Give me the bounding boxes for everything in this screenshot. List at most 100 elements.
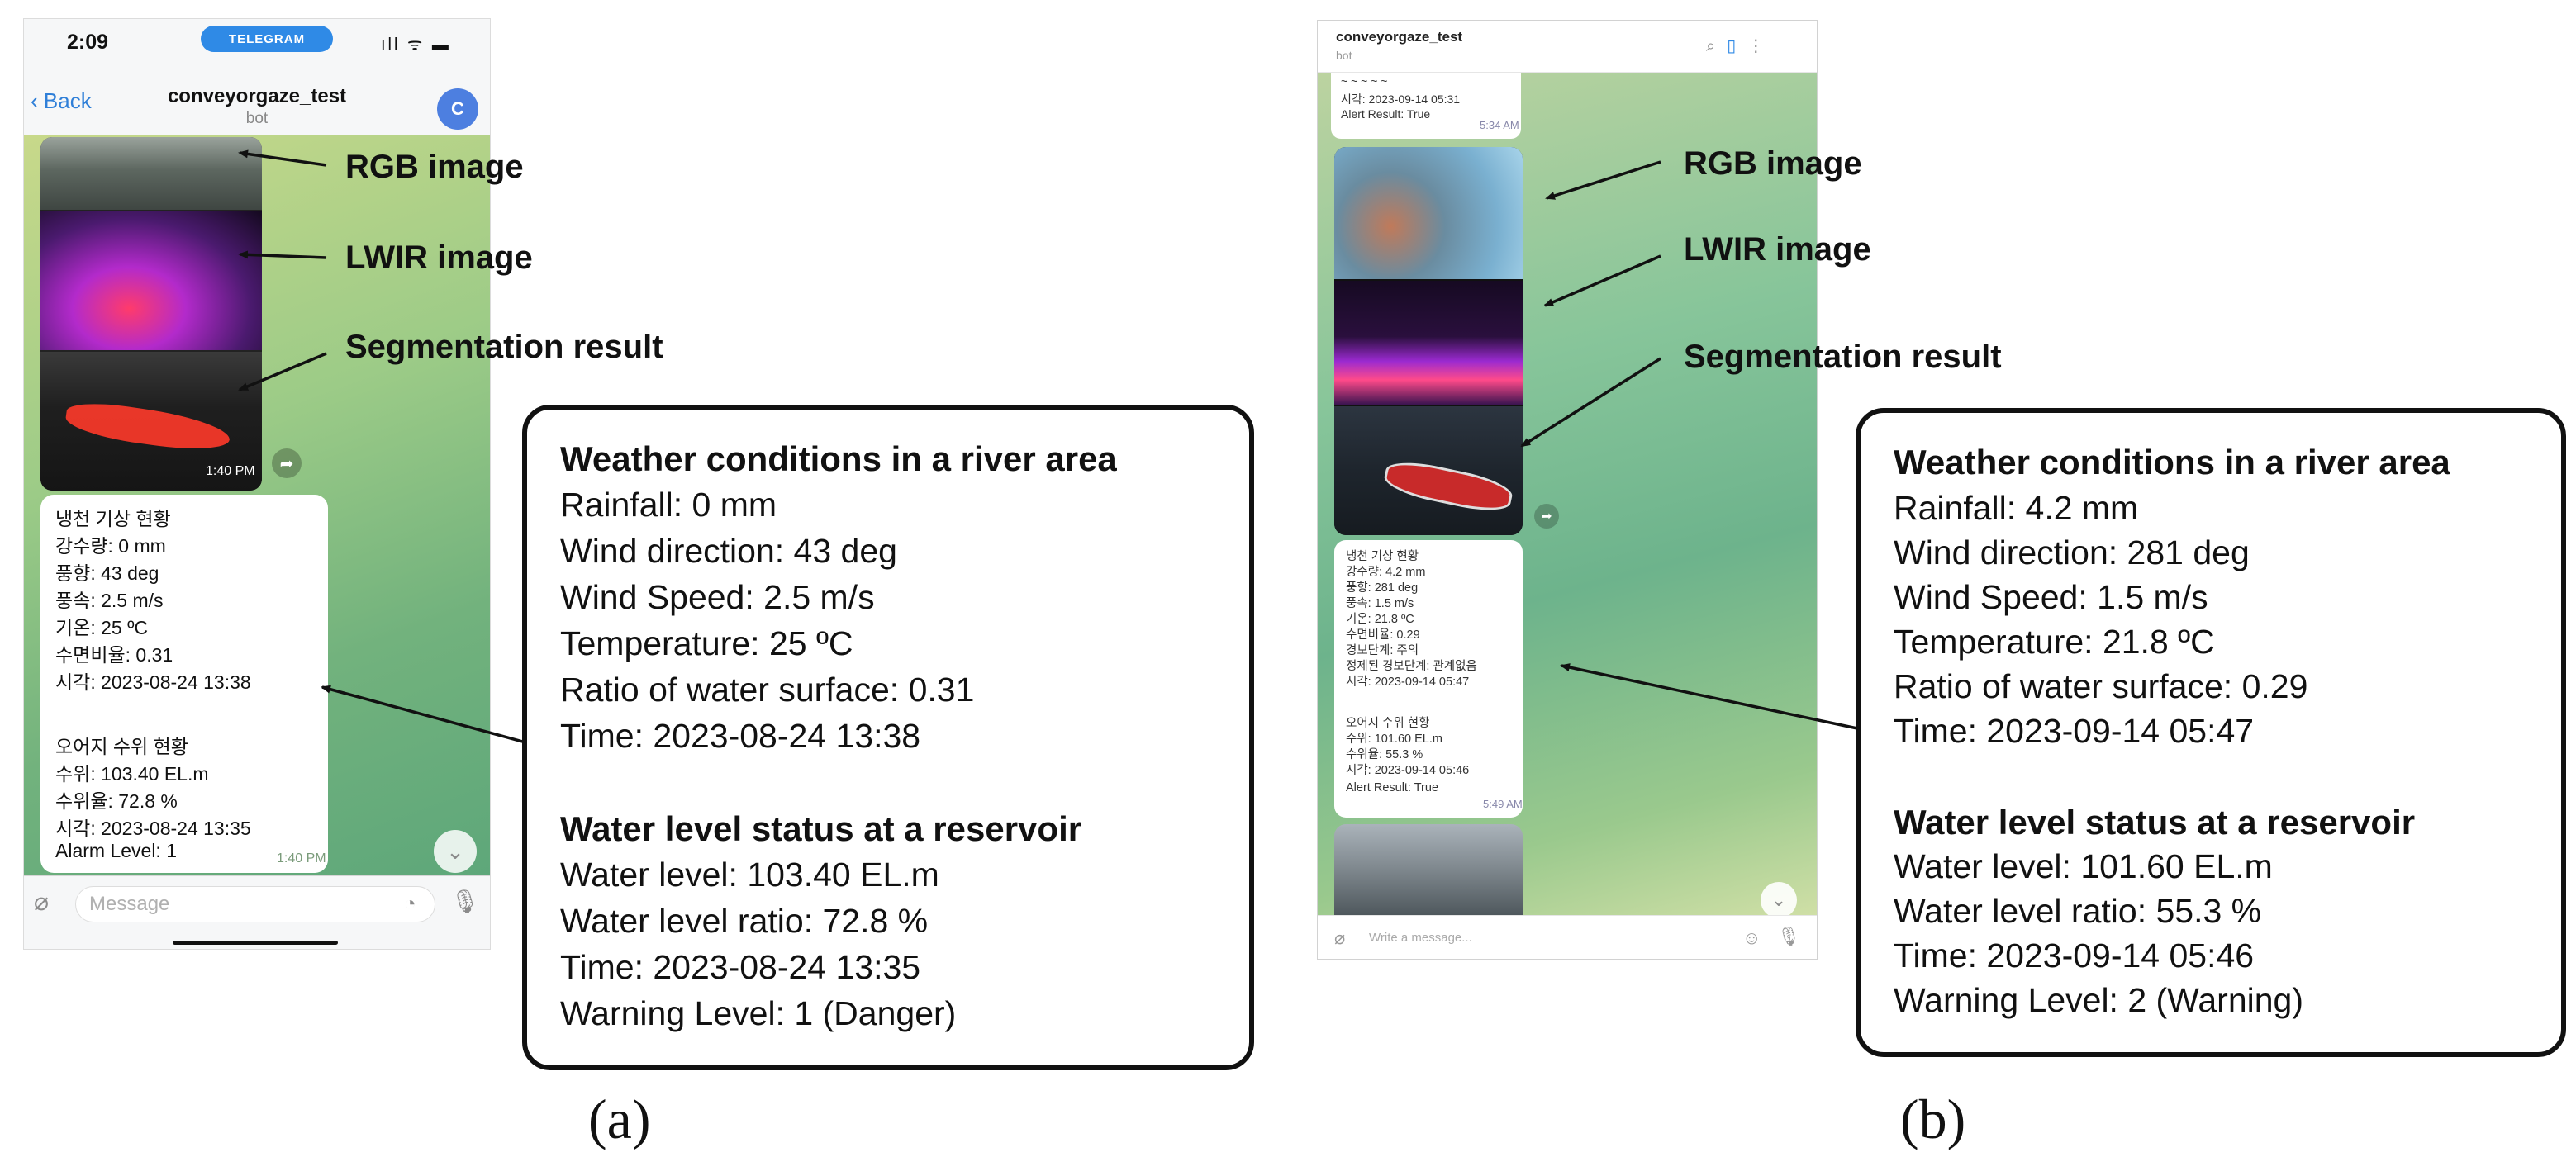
text-message[interactable]: 냉천 기상 현황 강수량: 0 mm 풍향: 43 deg 풍속: 2.5 m/… bbox=[40, 495, 328, 873]
temperature: Temperature: 21.8 ºC bbox=[1894, 623, 2215, 661]
message-line: 기온: 21.8 ºC bbox=[1346, 613, 1414, 626]
status-bar: 2:09 TELEGRAM ıll ᯤ ▬ bbox=[24, 19, 490, 72]
message-line: 수면비율: 0.31 bbox=[55, 644, 173, 666]
message-line: 수위율: 72.8 % bbox=[55, 790, 178, 812]
message-line: 수면비율: 0.29 bbox=[1346, 628, 1420, 642]
header-icons: ⌕▯⋮ bbox=[1706, 36, 1775, 56]
message-line: 시각: 2023-09-14 05:31 bbox=[1341, 92, 1461, 106]
water-level: Water level: 103.40 EL.m bbox=[560, 856, 939, 894]
next-image-message[interactable] bbox=[1334, 824, 1523, 915]
message-line: 시각: 2023-08-24 13:38 bbox=[55, 671, 251, 693]
water-level-ratio: Water level ratio: 72.8 % bbox=[560, 902, 929, 940]
paperclip-icon[interactable]: ⌀ bbox=[1334, 927, 1346, 948]
water-title: Water level status at a reservoir bbox=[1894, 803, 2416, 842]
info-box-b: Weather conditions in a river area Rainf… bbox=[1856, 408, 2566, 1057]
share-arrow-icon[interactable]: ➦ bbox=[1534, 504, 1559, 529]
water-time: Time: 2023-09-14 05:46 bbox=[1894, 937, 2255, 974]
input-bar: ⌀ Write a message... ☺ 🎙︎ bbox=[1318, 915, 1817, 959]
input-bar: ⌀ Message ◔ 🎙︎ bbox=[24, 875, 490, 934]
text-message[interactable]: 냉천 기상 현황 강수량: 4.2 mm 풍향: 281 deg 풍속: 1.5… bbox=[1334, 540, 1523, 818]
message-timestamp: 5:34 AM bbox=[1480, 119, 1519, 131]
clock-sticker-icon[interactable]: ◔ bbox=[404, 893, 416, 915]
wind-direction: Wind direction: 281 deg bbox=[1894, 533, 2250, 571]
water-level-ratio: Water level ratio: 55.3 % bbox=[1894, 892, 2262, 930]
message-input[interactable]: Write a message... bbox=[1369, 931, 1472, 945]
weather-title: Weather conditions in a river area bbox=[560, 439, 1117, 478]
more-vertical-icon[interactable]: ⋮ bbox=[1747, 37, 1776, 55]
message-timestamp: 5:49 AM bbox=[1483, 798, 1523, 810]
message-line: 풍속: 2.5 m/s bbox=[55, 590, 164, 611]
chevron-left-icon: ‹ bbox=[31, 88, 44, 113]
message-timestamp: 1:40 PM bbox=[277, 851, 326, 865]
lwir-image bbox=[1334, 281, 1523, 405]
message-line: 풍향: 43 deg bbox=[55, 562, 159, 584]
message-line: Alert Result: True bbox=[1346, 781, 1439, 794]
message-line: 냉천 기상 현황 bbox=[1346, 550, 1419, 563]
microphone-icon[interactable]: 🎙︎ bbox=[450, 889, 480, 914]
back-button[interactable]: ‹ Back bbox=[31, 88, 92, 114]
message-line: 냉천 기상 현황 bbox=[55, 508, 171, 529]
message-line: 경보단계: 주의 bbox=[1346, 644, 1419, 657]
image-message[interactable] bbox=[1334, 147, 1523, 535]
chat-header: conveyorgaze_test bot ⌕▯⋮ bbox=[1318, 21, 1817, 73]
message-line: 수위: 101.60 EL.m bbox=[1346, 733, 1442, 746]
side-panel-icon[interactable]: ▯ bbox=[1727, 37, 1748, 55]
avatar[interactable]: C bbox=[437, 88, 478, 130]
message-line: 오어지 수위 현황 bbox=[55, 736, 188, 757]
message-line: 정제된 경보단계: 관계없음 bbox=[1346, 660, 1477, 673]
label-segmentation: Segmentation result bbox=[1684, 339, 2002, 375]
home-indicator bbox=[173, 941, 338, 945]
rgb-image bbox=[1334, 147, 1523, 279]
message-line: 풍속: 1.5 m/s bbox=[1346, 597, 1414, 610]
label-lwir-image: LWIR image bbox=[345, 239, 533, 276]
desktop-screenshot-b: conveyorgaze_test bot ⌕▯⋮ ~ ~ ~ ~ ~ 시각: … bbox=[1317, 20, 1818, 960]
water-surface-ratio: Ratio of water surface: 0.29 bbox=[1894, 667, 2308, 705]
chevron-down-icon[interactable]: ⌄ bbox=[434, 830, 477, 873]
microphone-icon[interactable]: 🎙︎ bbox=[1777, 926, 1800, 946]
message-line: 시각: 2023-08-24 13:35 bbox=[55, 818, 251, 839]
chat-subtitle: bot bbox=[1336, 49, 1352, 62]
chat-title[interactable]: conveyorgaze_test bbox=[1336, 29, 1463, 45]
lwir-image bbox=[40, 211, 262, 350]
message-line: 수위율: 55.3 % bbox=[1346, 748, 1423, 761]
message-line: 강수량: 0 mm bbox=[55, 535, 166, 557]
chat-title[interactable]: conveyorgaze_test bbox=[167, 85, 347, 107]
rainfall: Rainfall: 0 mm bbox=[560, 486, 777, 524]
chat-subtitle: bot bbox=[245, 110, 269, 127]
water-title: Water level status at a reservoir bbox=[560, 809, 1082, 848]
water-surface-ratio: Ratio of water surface: 0.31 bbox=[560, 671, 975, 709]
image-timestamp: 1:40 PM bbox=[206, 464, 255, 478]
paperclip-icon[interactable]: ⌀ bbox=[34, 889, 50, 916]
phone-screenshot-a: 2:09 TELEGRAM ıll ᯤ ▬ ‹ Back conveyorgaz… bbox=[23, 18, 491, 950]
message-line: 시각: 2023-09-14 05:46 bbox=[1346, 764, 1470, 777]
search-icon[interactable]: ⌕ bbox=[1706, 37, 1728, 55]
water-level: Water level: 101.60 EL.m bbox=[1894, 847, 2273, 885]
label-segmentation: Segmentation result bbox=[345, 329, 663, 365]
weather-title: Weather conditions in a river area bbox=[1894, 443, 2450, 481]
share-arrow-icon[interactable]: ➦ bbox=[272, 448, 302, 478]
rgb-image bbox=[40, 137, 262, 210]
label-rgb-image: RGB image bbox=[345, 149, 524, 185]
chevron-down-icon[interactable]: ⌄ bbox=[1761, 882, 1797, 918]
back-label: Back bbox=[43, 88, 92, 113]
message-line: 기온: 25 ºC bbox=[55, 617, 149, 638]
rainfall: Rainfall: 4.2 mm bbox=[1894, 489, 2139, 527]
previous-message[interactable]: ~ ~ ~ ~ ~ 시각: 2023-09-14 05:31 Alert Res… bbox=[1331, 73, 1521, 139]
label-lwir-image: LWIR image bbox=[1684, 231, 1871, 268]
wind-direction: Wind direction: 43 deg bbox=[560, 532, 897, 570]
warning-level: Warning Level: 1 (Danger) bbox=[560, 994, 957, 1032]
caption-a: (a) bbox=[588, 1088, 651, 1150]
message-line: 시각: 2023-09-14 05:47 bbox=[1346, 676, 1470, 689]
wind-speed: Wind Speed: 1.5 m/s bbox=[1894, 578, 2208, 616]
image-message[interactable]: 1:40 PM bbox=[40, 137, 262, 491]
signal-wifi-battery-icon: ıll ᯤ ▬ bbox=[381, 36, 451, 54]
telegram-pill[interactable]: TELEGRAM bbox=[201, 26, 333, 52]
label-rgb-image: RGB image bbox=[1684, 145, 1862, 182]
message-line: 강수량: 4.2 mm bbox=[1346, 566, 1426, 579]
smiley-icon[interactable]: ☺ bbox=[1742, 927, 1761, 948]
message-input[interactable]: Message bbox=[75, 886, 435, 922]
message-line: 오어지 수위 현황 bbox=[1346, 717, 1430, 730]
caption-b: (b) bbox=[1900, 1088, 1966, 1150]
warning-level: Warning Level: 2 (Warning) bbox=[1894, 981, 2303, 1019]
message-line: 수위: 103.40 EL.m bbox=[55, 763, 209, 785]
